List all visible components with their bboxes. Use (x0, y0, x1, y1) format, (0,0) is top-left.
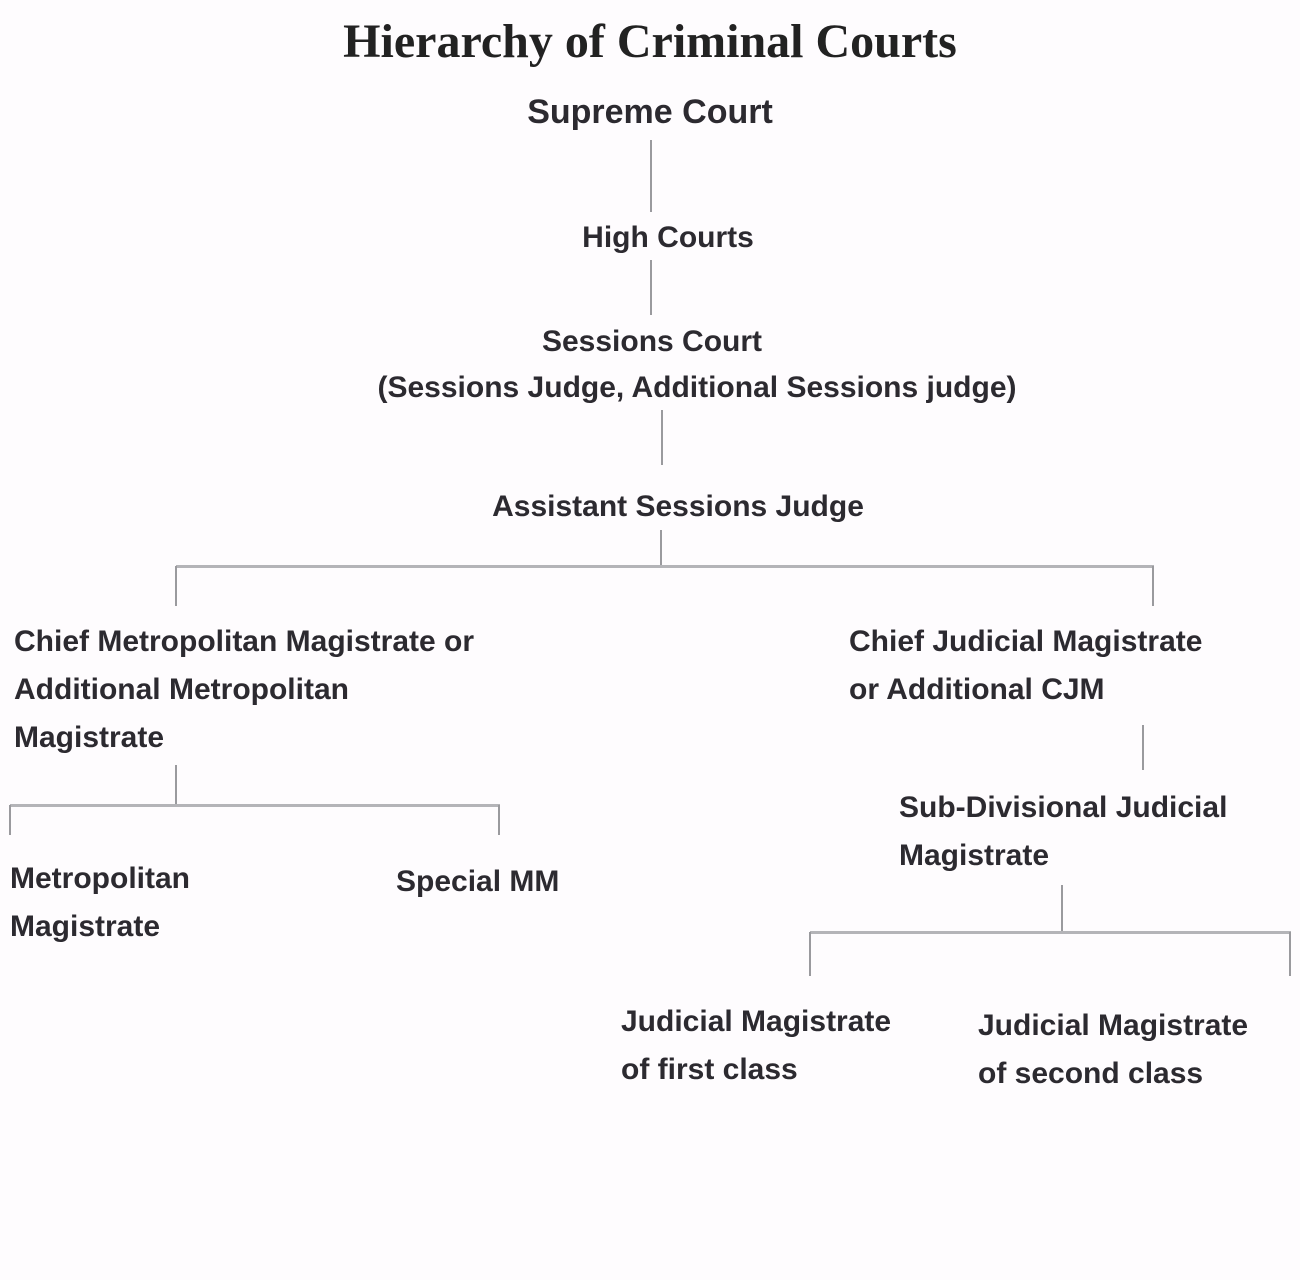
node-assistant-sessions-judge: Assistant Sessions Judge (492, 490, 864, 523)
node-cmm-line: Magistrate (14, 721, 165, 754)
branch-line (176, 565, 1154, 568)
connector-line (498, 805, 500, 835)
node-cmm-line: Additional Metropolitan (14, 673, 349, 706)
node-special-mm: Special MM (396, 865, 560, 898)
node-jm1-line: Judicial Magistrate (621, 1005, 892, 1038)
diagram-title: Hierarchy of Criminal Courts (343, 15, 957, 68)
connector-line (175, 566, 177, 606)
connector-line (1061, 885, 1063, 932)
node-cjm-line: Chief Judicial Magistrate (849, 625, 1203, 658)
connector-line (1142, 725, 1144, 770)
node-sdjm-line: Magistrate (899, 839, 1050, 872)
branch-line (10, 804, 500, 807)
node-jm1-line: of first class (621, 1053, 798, 1086)
connector-line (661, 410, 663, 465)
connector-line (650, 260, 652, 315)
connector-line (650, 140, 652, 212)
node-mm-line: Metropolitan (10, 862, 190, 895)
connector-line (175, 765, 177, 805)
node-sdjm-line: Sub-Divisional Judicial (899, 791, 1228, 824)
node-cjm-line: or Additional CJM (849, 673, 1105, 706)
node-mm-line: Magistrate (10, 910, 161, 943)
node-sessions-court-detail: (Sessions Judge, Additional Sessions jud… (377, 371, 1017, 404)
node-jm2-line: of second class (978, 1057, 1204, 1090)
connector-line (660, 530, 662, 566)
node-cmm-line: Chief Metropolitan Magistrate or (14, 625, 475, 658)
connector-line (1289, 932, 1291, 976)
connector-line (809, 932, 811, 976)
connector-line (9, 805, 11, 835)
connector-line (1152, 566, 1154, 606)
branch-line (810, 931, 1291, 934)
node-supreme-court: Supreme Court (527, 93, 773, 131)
node-jm2-line: Judicial Magistrate (978, 1009, 1249, 1042)
node-high-courts: High Courts (582, 221, 754, 254)
node-sessions-court: Sessions Court (541, 325, 763, 358)
